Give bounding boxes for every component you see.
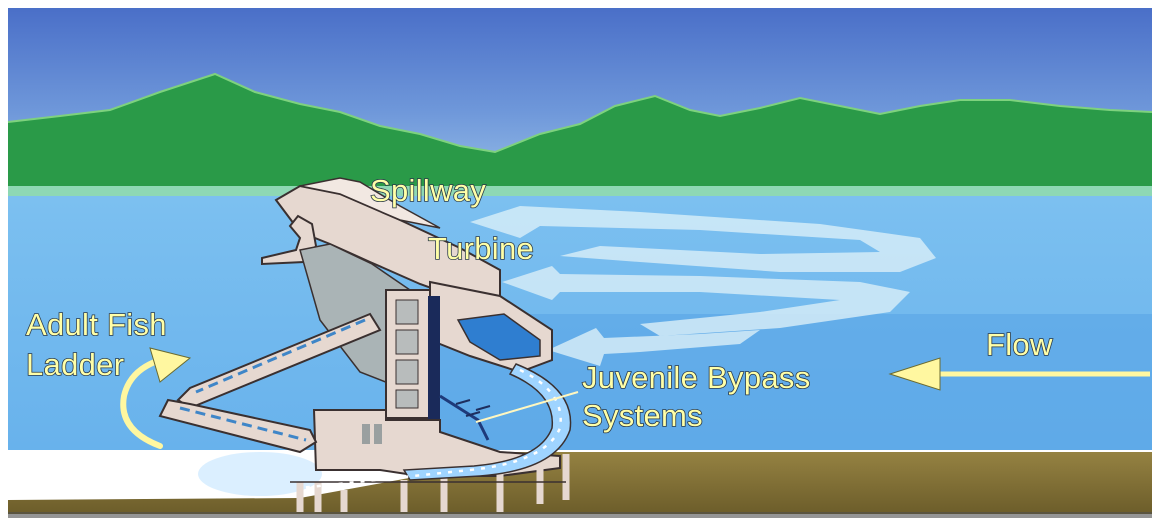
pier-supports bbox=[296, 454, 570, 512]
gate-tower-window-4 bbox=[395, 389, 419, 409]
flow-arrowhead-icon bbox=[888, 357, 941, 391]
bottom-edge bbox=[8, 512, 1152, 518]
gate-tower-window-1 bbox=[395, 299, 419, 325]
ladder-arrowhead-icon bbox=[149, 347, 192, 383]
mountains bbox=[8, 74, 1152, 192]
upper-flow-arrow bbox=[470, 206, 936, 272]
adult-fish-ladder-label-line1: Adult Fish bbox=[26, 307, 167, 342]
adult-fish-ladder bbox=[158, 312, 382, 454]
adult-fish-ladder-label-line2: Ladder bbox=[26, 347, 124, 382]
reservoir-flow-arrows bbox=[470, 206, 936, 366]
turbine-label: Turbine bbox=[428, 231, 534, 266]
spillway-upper-deck bbox=[299, 177, 441, 229]
dam-structure bbox=[261, 177, 570, 512]
juvenile-bypass-label-line2: Systems bbox=[582, 398, 703, 433]
turbine-shaft bbox=[428, 296, 440, 420]
shoreline bbox=[8, 186, 1152, 196]
juvenile-bypass-label-line1: Juvenile Bypass bbox=[582, 360, 811, 395]
bypass-pointer-line bbox=[475, 391, 579, 423]
flow-label: Flow bbox=[986, 327, 1053, 362]
lower-flow-arrow bbox=[548, 328, 760, 366]
mountain-ridge-highlight bbox=[7, 72, 1153, 154]
turbine-intake-channel bbox=[456, 313, 541, 361]
juvenile-bypass-system bbox=[299, 363, 572, 490]
ladder-water-steps bbox=[179, 318, 366, 442]
base-vent-2 bbox=[374, 424, 382, 444]
riverbed bbox=[8, 452, 1152, 514]
spillway-label: Spillway bbox=[370, 173, 486, 208]
bypass-fish-arrows bbox=[455, 399, 491, 417]
bypass-channel bbox=[402, 363, 572, 481]
base-vent-1 bbox=[362, 424, 370, 444]
gate-tower-window-2 bbox=[395, 329, 419, 355]
bypass-screen bbox=[439, 394, 490, 441]
ladder-curved-arrow-icon bbox=[120, 357, 163, 449]
middle-flow-arrow bbox=[502, 266, 910, 336]
gate-tower-window-3 bbox=[395, 359, 419, 385]
discharge-glow bbox=[198, 452, 322, 496]
